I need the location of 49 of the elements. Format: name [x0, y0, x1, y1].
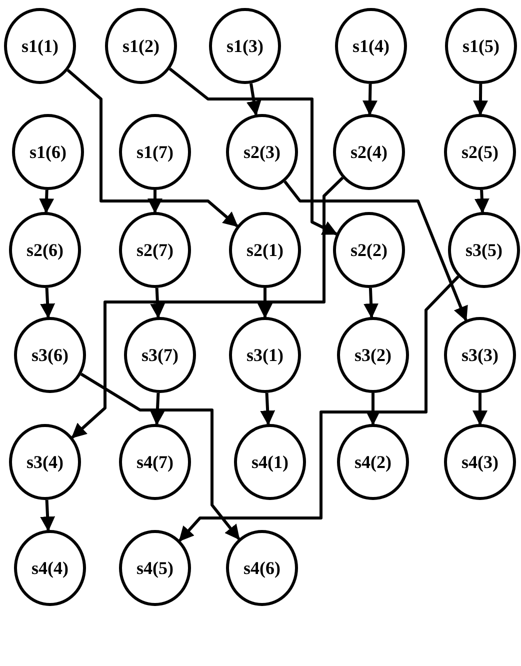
- state-label: s2(6): [26, 240, 64, 260]
- arrow: [260, 392, 276, 426]
- arrow: [472, 393, 488, 426]
- arrow: [364, 288, 379, 319]
- state-label: s3(4): [26, 452, 64, 472]
- arrow: [66, 69, 238, 228]
- arrow: [246, 83, 262, 116]
- state-label: s4(2): [354, 452, 392, 472]
- arrow: [168, 68, 338, 236]
- state-label: s2(2): [350, 240, 388, 260]
- state-label: s3(5): [466, 240, 502, 260]
- arrow: [258, 288, 272, 318]
- state-label: s4(4): [32, 558, 68, 578]
- state-label: s3(6): [32, 344, 68, 366]
- state-label: s2(5): [462, 142, 498, 162]
- arrow: [150, 288, 166, 319]
- state-label: s4(1): [252, 452, 288, 472]
- arrow: [39, 190, 54, 214]
- arrow: [474, 190, 490, 214]
- arrow: [150, 392, 165, 426]
- state-label: s3(3): [462, 344, 498, 366]
- state-label: s1(1): [22, 36, 58, 56]
- arrow: [472, 84, 488, 116]
- arrow: [366, 393, 380, 426]
- state-label: s3(1): [246, 344, 284, 366]
- state-label: s4(6): [244, 558, 280, 578]
- state-label: s1(3): [226, 36, 264, 56]
- state-label: s3(7): [142, 344, 178, 366]
- arrow: [284, 180, 468, 322]
- state-label: s2(1): [246, 240, 284, 260]
- arrow: [40, 500, 56, 532]
- state-label: s1(7): [136, 142, 174, 162]
- state-label: s4(3): [462, 452, 498, 472]
- state-label: s1(5): [462, 36, 500, 56]
- state-label: s1(6): [30, 142, 66, 162]
- arrow: [80, 372, 240, 540]
- arrow: [40, 288, 56, 319]
- state-label: s3(2): [354, 344, 392, 366]
- arrow: [178, 276, 460, 542]
- state-label: s1(4): [352, 36, 390, 56]
- state-label: s4(5): [136, 558, 174, 578]
- state-label: s2(3): [244, 142, 280, 162]
- state-label: s2(7): [136, 240, 174, 260]
- arrow: [362, 84, 378, 116]
- state-label: s2(4): [350, 142, 388, 162]
- arrow: [148, 190, 162, 214]
- state-label: s4(7): [136, 452, 174, 472]
- state-label: s1(2): [122, 36, 160, 56]
- arrow: [71, 176, 344, 438]
